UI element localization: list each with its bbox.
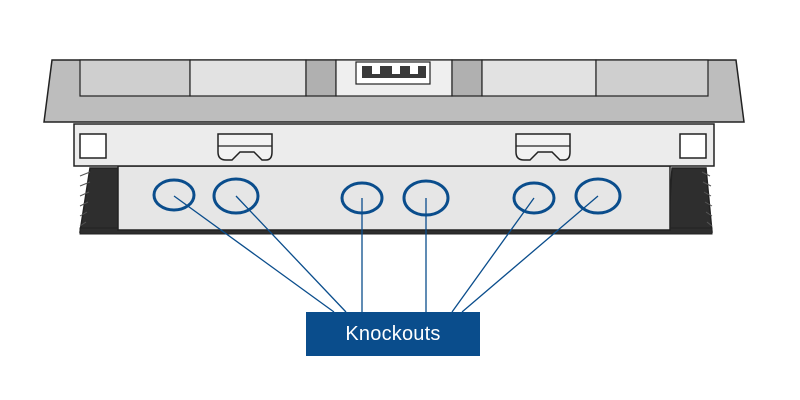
knockout-2 — [212, 177, 260, 215]
callout-box — [306, 312, 480, 356]
bezel-panel-center-left — [189, 59, 307, 97]
knockout-4 — [402, 179, 450, 217]
knockout-1 — [152, 178, 196, 212]
housing-right — [667, 167, 713, 233]
leader-line-1 — [173, 195, 335, 313]
rim-tab-left — [79, 133, 107, 159]
knockouts-group — [152, 177, 622, 217]
housing-left — [79, 167, 123, 233]
leader-line-5 — [451, 197, 535, 313]
outlet-icon — [355, 61, 431, 85]
leader-lines — [173, 195, 599, 313]
box-body — [117, 165, 671, 231]
knockouts-label: Knockouts — [345, 322, 441, 345]
knockout-5 — [512, 181, 556, 215]
box-rim — [73, 123, 715, 167]
leader-line-2 — [235, 195, 347, 313]
bezel-divider-right — [451, 59, 483, 97]
clip-left — [217, 133, 273, 161]
bezel-panel-center-right — [481, 59, 597, 97]
knockout-6 — [574, 177, 622, 215]
bezel-panel-right — [595, 59, 709, 97]
bezel-panel-left — [79, 59, 191, 97]
clip-right — [515, 133, 571, 161]
knockout-3 — [340, 181, 384, 215]
rim-tab-right — [679, 133, 707, 159]
leader-line-6 — [461, 195, 599, 313]
bezel-divider-left — [305, 59, 337, 97]
